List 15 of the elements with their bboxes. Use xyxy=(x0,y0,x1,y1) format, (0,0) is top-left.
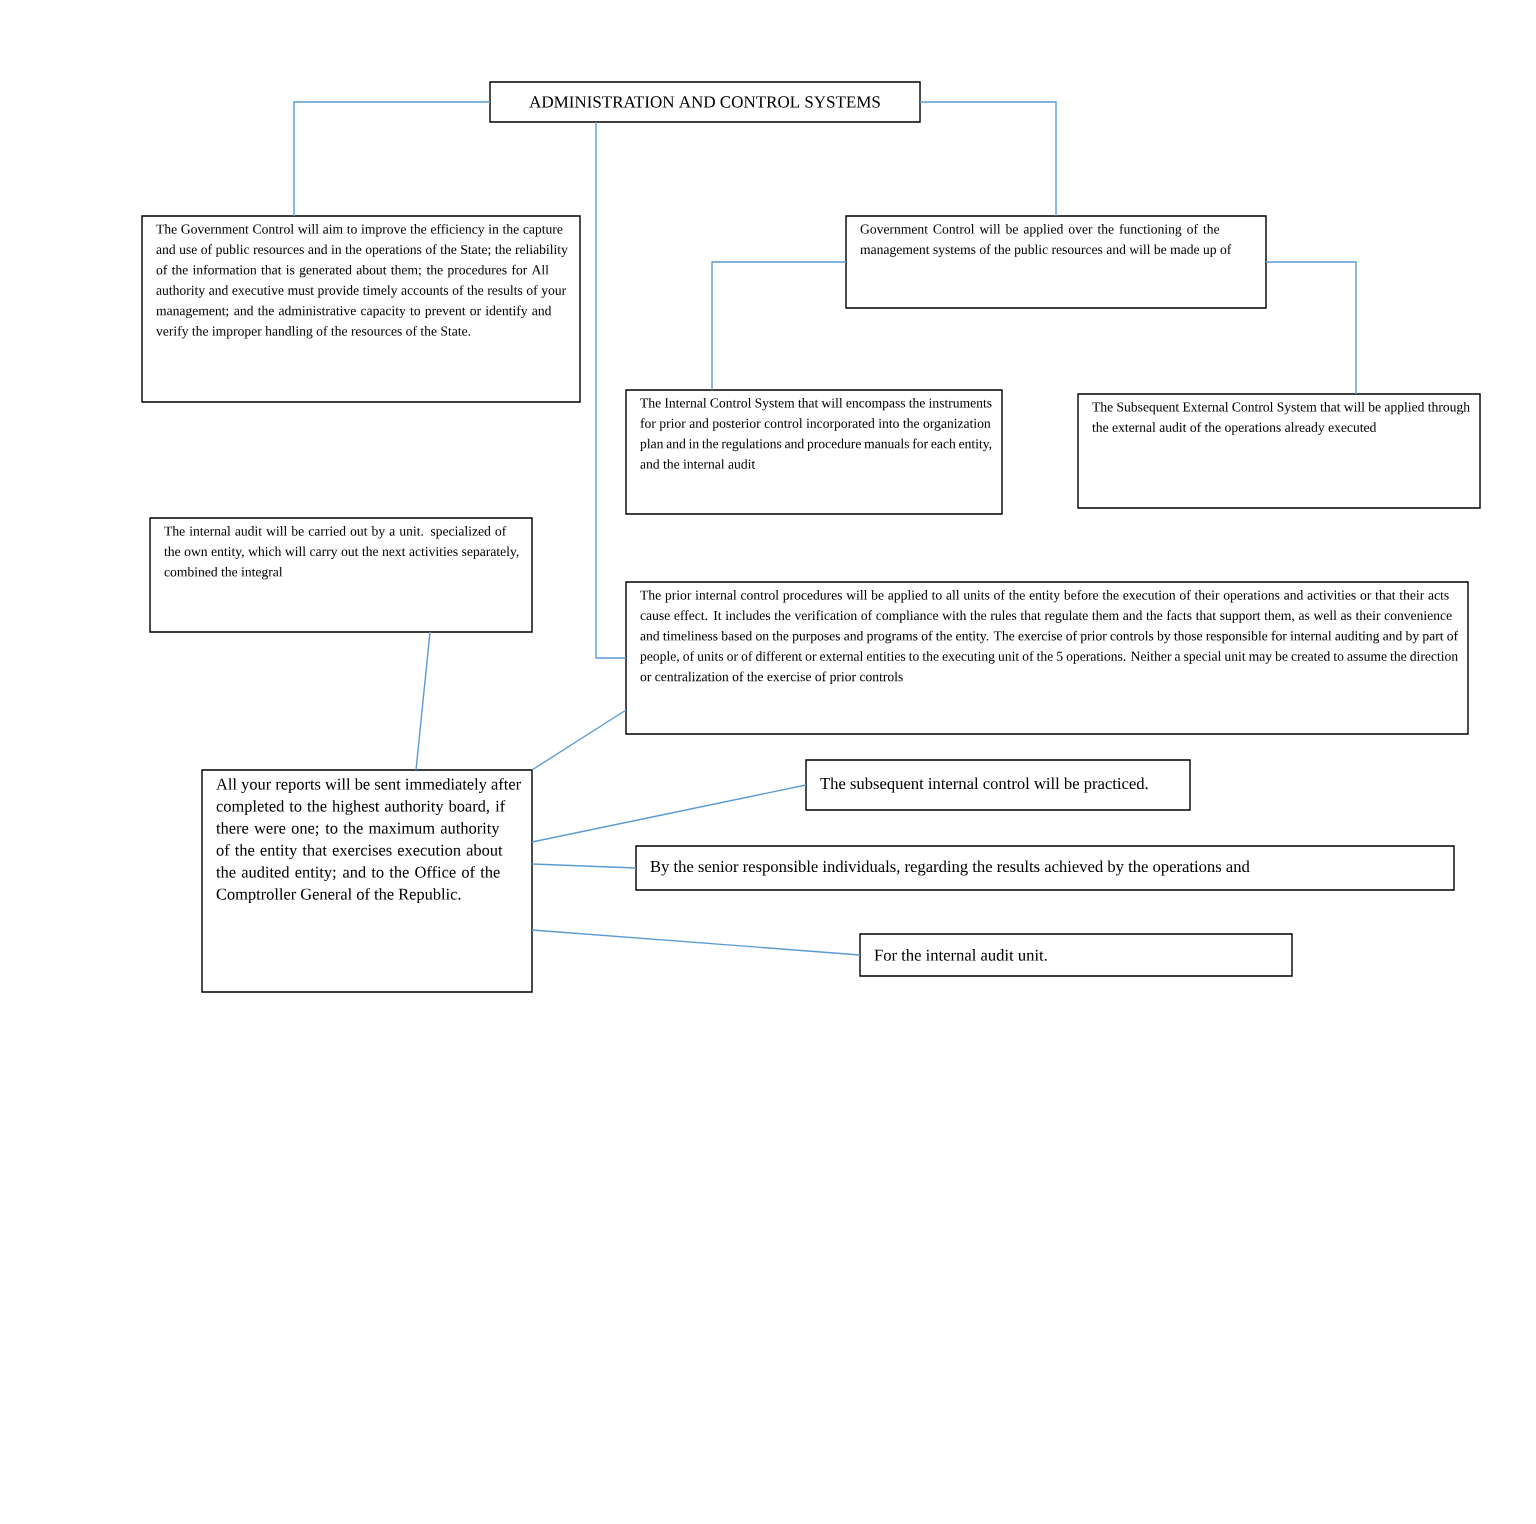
connector-line xyxy=(531,863,637,869)
connector-line xyxy=(595,121,627,659)
connector-line xyxy=(711,261,847,391)
connector-line xyxy=(531,709,627,771)
connector-line xyxy=(1265,261,1357,395)
connector-line xyxy=(415,631,431,771)
text-box: The subsequent internal control will be practiced. xyxy=(805,759,1191,811)
text-box: All your reports will be sent immediately after completed to the highest authority board, if there were one; to the maximum authority of the entity that exercises execution about the audited entity; and to the Office of the Comptroller General of the Republic. xyxy=(201,769,533,993)
title-box: ADMINISTRATION AND CONTROL SYSTEMS xyxy=(489,81,921,123)
text-box: For the internal audit unit. xyxy=(859,933,1293,977)
connector-line xyxy=(531,929,861,956)
connector-line xyxy=(293,101,491,217)
connector-line xyxy=(531,784,807,843)
text-box: By the senior responsible individuals, regarding the results achieved by the operations and xyxy=(635,845,1455,891)
connector-line xyxy=(919,101,1057,217)
